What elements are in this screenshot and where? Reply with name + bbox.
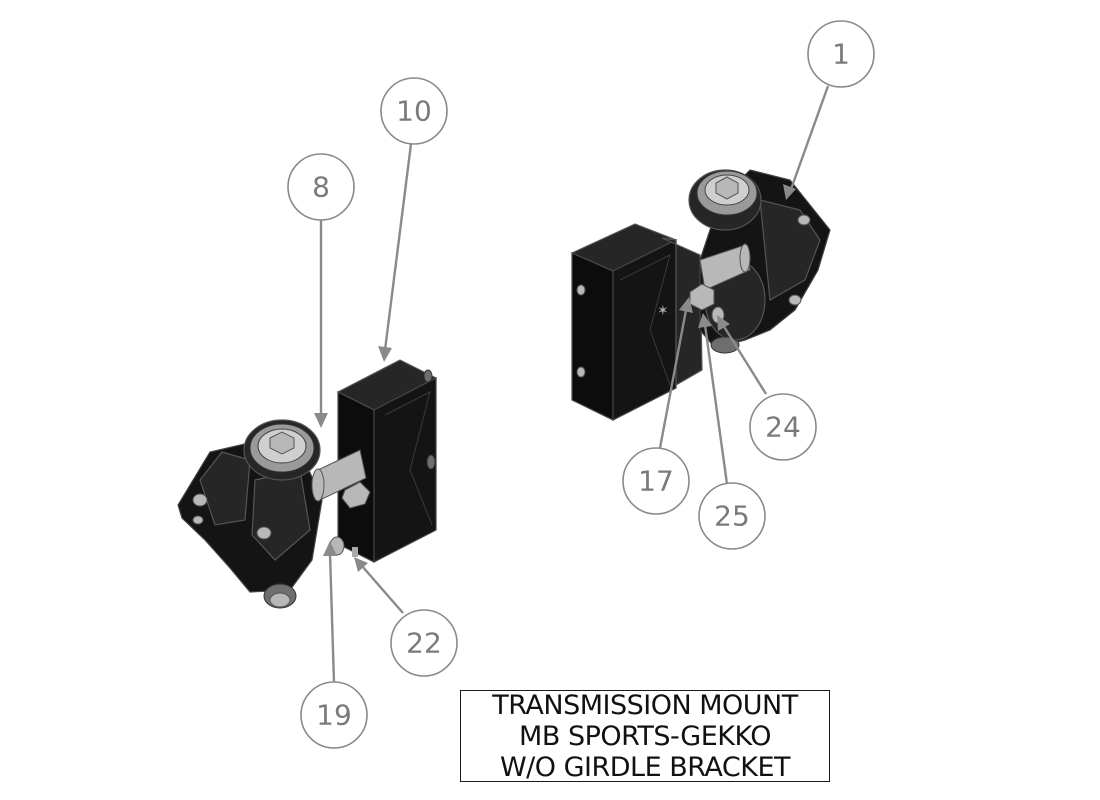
balloon-22: 22 <box>390 609 458 677</box>
right-mount-assembly: ✶ <box>570 169 831 421</box>
right-top-nut <box>715 176 739 200</box>
left-side-nut <box>341 481 371 509</box>
balloon-17: 17 <box>622 447 690 515</box>
balloon-1: 1 <box>807 20 875 88</box>
balloon-17-label: 17 <box>638 465 674 498</box>
title-line-1: TRANSMISSION MOUNT <box>492 689 798 721</box>
left-top-nut <box>269 431 295 455</box>
balloon-22-label: 22 <box>406 627 442 660</box>
leader-lines <box>314 85 830 684</box>
title-line-2: MB SPORTS-GEKKO <box>519 720 771 752</box>
balloon-1-label: 1 <box>832 38 850 71</box>
balloon-19-label: 19 <box>316 699 352 732</box>
left-block-front <box>373 377 437 563</box>
balloon-25: 25 <box>698 482 766 550</box>
balloon-24: 24 <box>749 393 817 461</box>
balloon-10-label: 10 <box>396 95 432 128</box>
right-block-front <box>612 239 677 421</box>
balloon-8: 8 <box>287 153 355 221</box>
left-mount-assembly <box>177 359 438 609</box>
right-block-side <box>571 252 614 421</box>
drawing-title-block: TRANSMISSION MOUNT MB SPORTS-GEKKO W/O G… <box>460 689 830 783</box>
svg-text:✶: ✶ <box>657 303 669 319</box>
balloon-10: 10 <box>380 77 448 145</box>
balloon-24-label: 24 <box>765 411 801 444</box>
balloon-25-label: 25 <box>714 500 750 533</box>
balloon-19: 19 <box>300 681 368 749</box>
title-line-3: W/O GIRDLE BRACKET <box>499 751 791 783</box>
balloon-8-label: 8 <box>312 171 330 204</box>
